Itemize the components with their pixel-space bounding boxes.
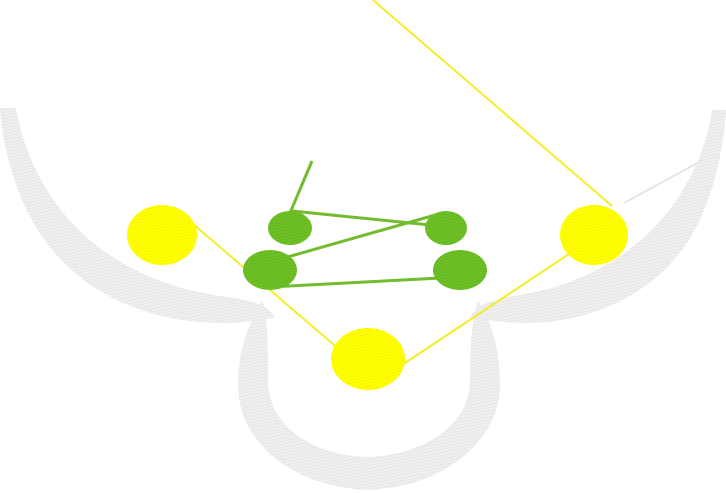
edge-green-ul-to-ur [291, 209, 441, 228]
edge-green-stub-up [288, 160, 314, 214]
green-node-lower-left [243, 250, 297, 290]
yellow-node-bottom [331, 328, 405, 390]
green-node-lower-right [433, 250, 487, 290]
gray-outline-shape [0, 108, 726, 490]
yellow-nodes [127, 205, 628, 390]
green-node-upper-right [425, 211, 467, 245]
green-nodes [243, 211, 487, 290]
edge-green-ll-to-lr [269, 275, 461, 289]
edge-top-to-right [372, 0, 613, 207]
yellow-node-left [127, 205, 197, 265]
edges [192, 0, 704, 366]
edge-green-ll-to-ur [269, 211, 443, 264]
outline-right-lobe [470, 110, 726, 324]
outline-left-lobe [0, 108, 275, 323]
green-node-upper-left [268, 211, 312, 245]
edge-right-to-gray-stub [623, 159, 704, 204]
outline-bottom-lobe [238, 300, 500, 490]
yellow-node-right [560, 205, 628, 265]
edge-bottom-to-right [401, 249, 576, 366]
